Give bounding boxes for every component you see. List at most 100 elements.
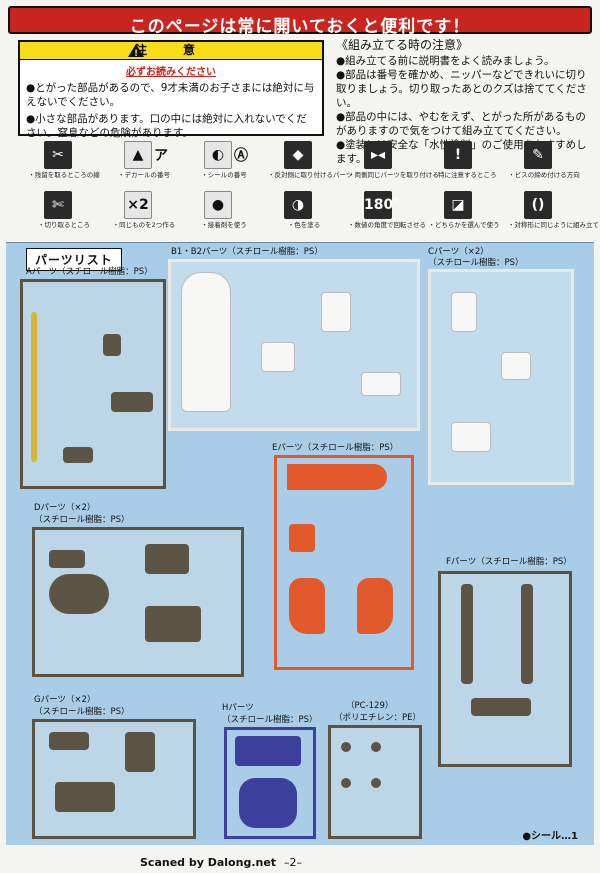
symbol-legend: ✂ ・残留を取るところの線 ▲ア・デカールの番号 ◐ Ⓐ ・シールの番号 ◆ ・反対側に取り付… [28, 141, 600, 237]
legend-extra: Ⓐ [234, 148, 248, 164]
legend-symbol: ×2・同じものを2つ作る [108, 191, 176, 237]
legend-box [124, 191, 152, 219]
part [451, 292, 477, 332]
runner-pc-sub: （ポリエチレン：PE） [334, 713, 421, 723]
legend-caption: ・特に注意するところ [431, 171, 497, 179]
banner-text: このページは常に開いておくと便利です！ [129, 17, 471, 37]
runner-b [168, 259, 420, 431]
legend-caption: ・どちらかを選んで使う [428, 221, 500, 229]
part [361, 372, 401, 396]
parts-list-title: パーツリスト [26, 248, 122, 271]
part [145, 606, 201, 642]
runner-e [274, 455, 414, 670]
part [461, 584, 473, 684]
seal-icon: ◐ [211, 147, 225, 163]
legend-symbol: ◑・色を塗る [268, 191, 336, 237]
legend-box [524, 191, 552, 219]
legend-symbol: 180°・数値の角度で回転させる [348, 191, 426, 237]
nipper-blade-icon: ✂ [52, 147, 64, 163]
top-banner: このページは常に開いておくと便利です！ [8, 6, 592, 37]
legend-box [364, 141, 392, 169]
legend-symbol: ▸◂ ・両側同じパーツを取り付ける [348, 141, 439, 187]
reversible-part-icon: ◆ [292, 147, 304, 163]
legend-symbol: ◪ ・どちらかを選んで使う [428, 191, 500, 237]
warning-triangle-icon [128, 44, 150, 63]
runner-e-label: Eパーツ（スチロール樹脂：PS） [272, 443, 399, 453]
note-item: ●部品は番号を確かめ、ニッパーなどできれいに切り取りましょう。切り取ったあとのク… [336, 69, 587, 109]
part [49, 550, 85, 568]
caution-header: 注 意 [20, 42, 322, 63]
runner-c-sub: （スチロール樹脂：PS） [428, 258, 524, 268]
part [181, 272, 231, 412]
screw-icon: ✎ [532, 147, 544, 163]
legend-caption: ・数値の角度で回転させる [348, 221, 426, 229]
part [521, 584, 533, 684]
caution-mark-icon: ! [454, 147, 462, 163]
legend-box [44, 141, 72, 169]
runner-h-sub: （スチロール樹脂：PS） [222, 715, 318, 725]
seal-count: ●シール…1 [522, 831, 578, 842]
part [49, 574, 109, 614]
part [371, 742, 381, 752]
cut-off-icon: ✄ [52, 197, 64, 213]
runner-d-sub: （スチロール樹脂：PS） [34, 515, 130, 525]
part [371, 778, 381, 788]
runner-d [32, 527, 244, 677]
runner-h-label: Hパーツ [222, 703, 254, 713]
sword-part [31, 312, 37, 462]
parts-list: パーツリスト Aパーツ（スチロール樹脂：PS） B1・B2パーツ（スチロール樹脂… [6, 242, 594, 845]
part [287, 464, 387, 490]
symmetric-icon: () [531, 197, 545, 213]
note-item: ●部品の中には、やむをえず、とがった所があるものがありますので気をつけて組み立て… [336, 111, 586, 137]
legend-symbol: ◆ ・反対側に取り付けるパーツ [268, 141, 352, 187]
part [103, 334, 121, 356]
runner-c [428, 269, 574, 485]
legend-symbol: ✄・切り取るところ [28, 191, 96, 237]
part [471, 698, 531, 716]
part [451, 422, 491, 452]
decal-icon: ▲ [132, 147, 144, 163]
legend-caption: ・デカールの番号 [118, 171, 170, 179]
same-part-icon: ▸◂ [370, 147, 386, 163]
legend-box [204, 191, 232, 219]
legend-caption: ・接着剤を使う [201, 221, 247, 229]
legend-box [284, 141, 312, 169]
legend-symbol: ▲ア・デカールの番号 [108, 141, 176, 187]
legend-box [124, 141, 152, 169]
legend-symbol: ◐ Ⓐ ・シールの番号 [188, 141, 256, 187]
glue-icon: ● [211, 197, 225, 213]
legend-box [204, 141, 232, 169]
runner-pc-label: （PC-129） [346, 701, 394, 711]
runner-g-sub: （スチロール樹脂：PS） [34, 707, 130, 717]
runner-a-label: Aパーツ（スチロール樹脂：PS） [26, 267, 153, 277]
legend-caption: ・残留を取るところの線 [28, 171, 100, 179]
part [235, 736, 301, 766]
notes-title: 《組み立てる時の注意》 [336, 38, 469, 52]
times-two-icon: ×2 [127, 197, 149, 213]
runner-f [438, 571, 572, 767]
scan-credit: Scaned by Dalong.net [140, 856, 277, 869]
runner-a [20, 279, 166, 489]
legend-caption: ・反対側に取り付けるパーツ [268, 171, 353, 179]
part [501, 352, 531, 380]
caution-subtitle: 必ずお読みください [126, 67, 216, 78]
legend-box [284, 191, 312, 219]
legend-caption: ・両側同じパーツを取り付ける [348, 171, 439, 179]
runner-f-label: Fパーツ（スチロール樹脂：PS） [446, 557, 572, 567]
part [239, 778, 297, 828]
runner-h [224, 727, 316, 839]
part [63, 447, 93, 463]
runner-pc [328, 725, 422, 839]
part [289, 578, 325, 634]
legend-caption: ・対称形に同じように組み立てる [508, 221, 600, 229]
part [261, 342, 295, 372]
runner-c-label: Cパーツ（×2） [428, 247, 489, 257]
legend-box [444, 141, 472, 169]
legend-box [364, 191, 392, 219]
part [289, 524, 315, 552]
legend-caption: ・シールの番号 [201, 171, 247, 179]
legend-symbol: ! ・特に注意するところ [428, 141, 497, 187]
part [145, 544, 189, 574]
part [341, 742, 351, 752]
choose-icon: ◪ [451, 197, 465, 213]
